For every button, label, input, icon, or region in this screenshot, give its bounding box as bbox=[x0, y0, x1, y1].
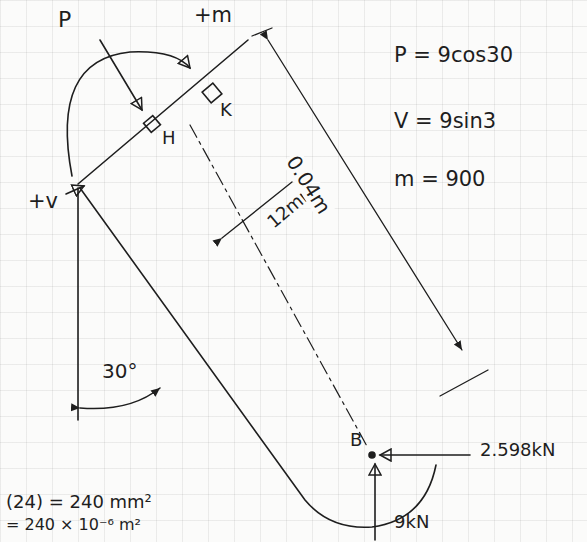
force-arrow bbox=[100, 40, 142, 110]
sketch-label: 30° bbox=[100, 360, 139, 382]
sketch-label: B bbox=[348, 430, 364, 450]
member-outline bbox=[80, 188, 436, 527]
moment-arrow bbox=[67, 52, 190, 176]
point-marker bbox=[144, 116, 161, 133]
point-marker bbox=[202, 83, 222, 103]
sketch-label: +m bbox=[192, 4, 234, 27]
sketch-label: 2.598kN bbox=[478, 440, 557, 460]
section-line bbox=[78, 40, 248, 184]
sketch-label: V = 9sin3 bbox=[392, 110, 498, 133]
pin-point bbox=[369, 452, 375, 458]
sketch-label: +v bbox=[26, 190, 60, 213]
force-arrow bbox=[374, 464, 376, 540]
center-line bbox=[190, 125, 368, 448]
sketch-label: P = 9cos30 bbox=[392, 44, 515, 67]
shear-arrow bbox=[66, 186, 84, 194]
angle-arc bbox=[80, 388, 160, 409]
sketch-label: P bbox=[56, 8, 73, 32]
vertical-reference bbox=[77, 188, 79, 420]
sketch-label: K bbox=[218, 100, 234, 120]
sketch-label: 9kN bbox=[392, 512, 431, 532]
sketch-label: (24) = 240 mm² bbox=[4, 492, 154, 512]
sketch-label: H bbox=[160, 128, 178, 148]
sketch-label: = 240 × 10⁻⁶ m² bbox=[4, 516, 143, 534]
sketch-label: m = 900 bbox=[392, 168, 488, 191]
force-arrow bbox=[380, 454, 470, 456]
